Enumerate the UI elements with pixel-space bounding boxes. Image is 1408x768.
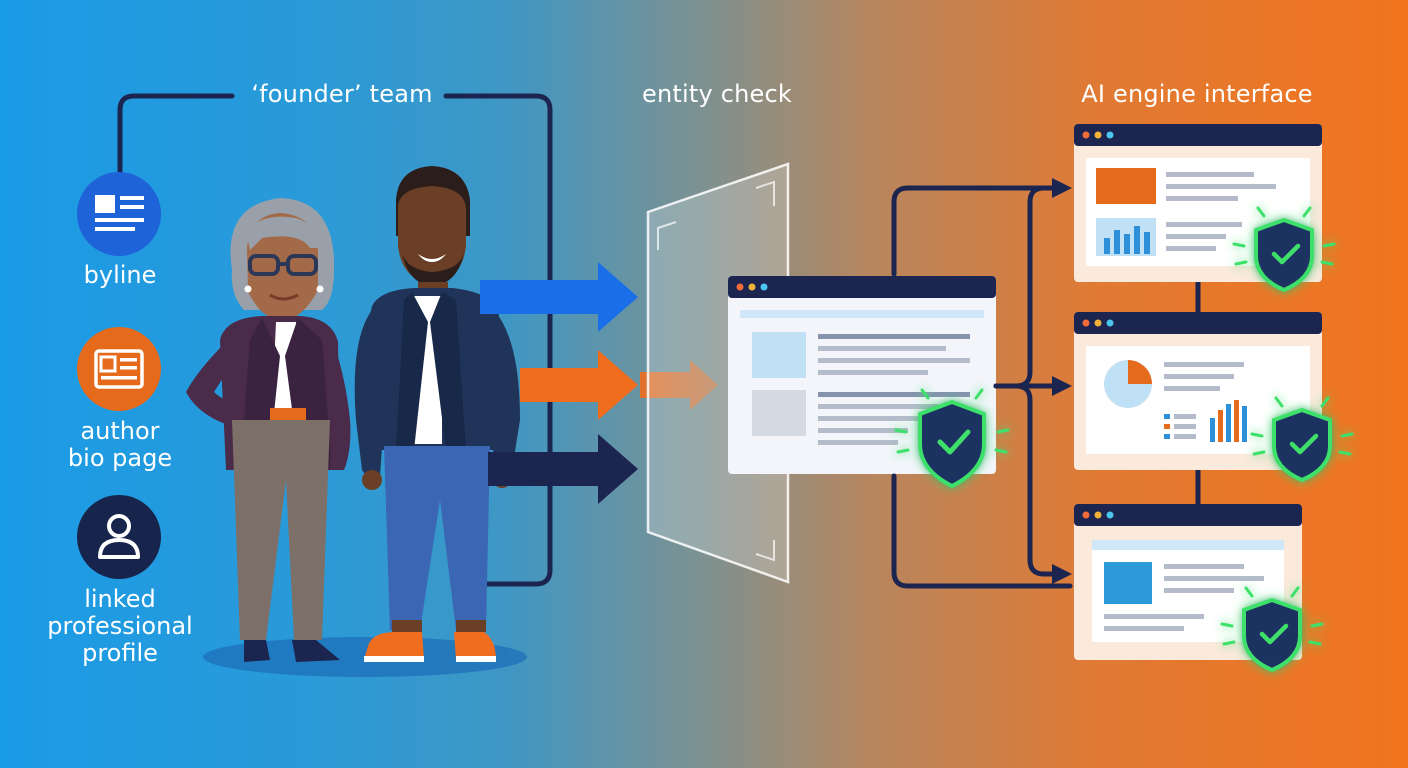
verified-shield-icon [1250, 396, 1354, 483]
team-title: ‘founder’ team [251, 80, 433, 108]
navy-arrow [488, 434, 638, 504]
verified-shield-icon [894, 388, 1010, 489]
team-illustration [186, 166, 527, 677]
engine-title: AI engine interface [1081, 80, 1313, 108]
signal-label-byline: byline [83, 261, 157, 289]
team-bracket [117, 93, 553, 587]
news-article-icon [77, 172, 161, 256]
verified-page-window [728, 276, 996, 474]
connector-arrowheads [1052, 178, 1072, 584]
user-profile-icon [77, 495, 161, 579]
entity-check-title: entity check [642, 80, 792, 108]
orange-arrow [520, 350, 718, 420]
woman-figure [186, 198, 351, 662]
distribution-connectors [891, 185, 1201, 589]
verified-shield-icon [1220, 586, 1324, 673]
signal-label-author-bio: author bio page [67, 417, 173, 472]
engine-window-2 [1074, 312, 1322, 470]
signal-label-linked-profile: linked professional profile [47, 585, 193, 667]
man-figure [354, 166, 520, 662]
id-card-icon [77, 327, 161, 411]
entity-check-panel [646, 162, 790, 584]
blue-arrow [480, 262, 638, 332]
verified-shield-icon [1232, 206, 1336, 293]
